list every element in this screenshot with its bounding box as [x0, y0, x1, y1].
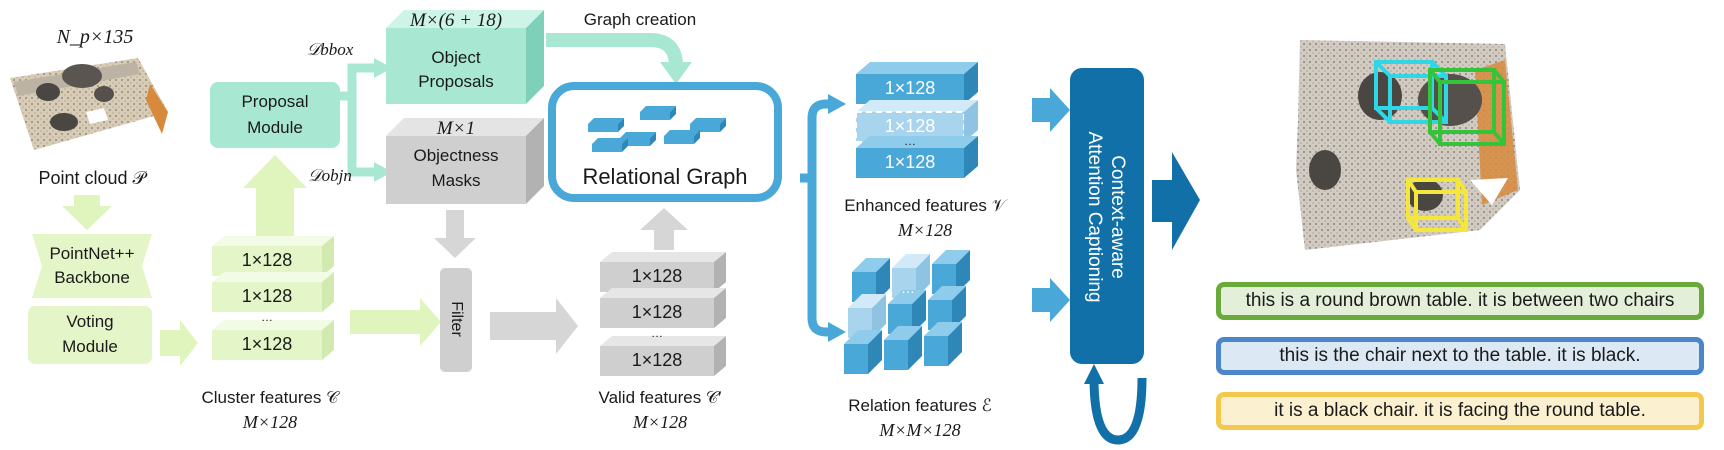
arrow-graph-creation — [546, 33, 692, 84]
filter-box — [440, 268, 472, 372]
loss-objn-label: 𝒟objn — [308, 166, 352, 185]
arrow-proposal-to-bbox — [340, 58, 392, 101]
valid-ellipsis: … — [651, 326, 663, 340]
input-dim-label: N_p×135 — [56, 26, 134, 48]
arrow-objn-to-filter — [434, 210, 476, 258]
cluster-row-3: 1×128 — [241, 334, 293, 354]
object-proposals-label-line1: Object — [431, 48, 481, 67]
valid-row-3: 1×128 — [631, 350, 683, 370]
relation-ellipsis: … — [901, 280, 915, 296]
graph-creation-label: Graph creation — [583, 10, 697, 29]
cluster-feature-stack — [212, 236, 334, 360]
cluster-caption: Cluster features 𝒞 — [201, 388, 339, 407]
proposal-label-line2: Module — [247, 118, 303, 137]
arrow-graph-split — [800, 94, 846, 342]
output-point-cloud-image — [1296, 40, 1520, 250]
caption-text-3: it is a black chair. it is facing the ro… — [1274, 400, 1646, 421]
relation-feature-grid — [844, 250, 970, 374]
voting-label-line2: Module — [62, 337, 118, 356]
graph-nodes-icon — [588, 106, 726, 152]
caption-box-3: it is a black chair. it is facing the ro… — [1216, 392, 1704, 430]
object-proposals-label-line2: Proposals — [418, 72, 494, 91]
objectness-dim: M×1 — [436, 118, 476, 139]
valid-caption: Valid features 𝒞′ — [598, 388, 722, 407]
pointnet-backbone-box — [32, 234, 152, 298]
backbone-label-line2: Backbone — [54, 268, 130, 287]
cluster-row-2: 1×128 — [241, 286, 293, 306]
proposal-module-box — [210, 82, 340, 148]
arrow-filter-to-valid — [490, 298, 578, 354]
attention-label-line2: Attention Captioning — [1084, 131, 1105, 303]
valid-row-1: 1×128 — [631, 266, 683, 286]
valid-dim: M×128 — [632, 412, 688, 432]
point-cloud-caption: Point cloud 𝒫 — [38, 168, 146, 188]
cluster-row-1: 1×128 — [241, 250, 293, 270]
valid-row-2: 1×128 — [631, 302, 683, 322]
enhanced-caption: Enhanced features 𝒱 — [844, 196, 1006, 215]
voting-label-line1: Voting — [66, 312, 114, 331]
relation-dim: M×M×128 — [879, 420, 961, 440]
enhanced-dim: M×128 — [897, 220, 953, 240]
arrow-enhanced-to-attention — [1032, 88, 1070, 132]
enhanced-ellipsis: … — [904, 134, 916, 148]
bbox-green-table — [1428, 68, 1506, 146]
objectness-masks-cube — [386, 118, 544, 204]
filter-label: Filter — [448, 301, 465, 337]
valid-feature-stack — [600, 252, 726, 376]
caption-box-2: this is the chair next to the table. it … — [1216, 337, 1704, 375]
arrow-valid-to-graph — [640, 208, 688, 250]
arrow-proposal-to-objn — [347, 100, 392, 182]
object-proposals-dim: M×(6 + 18) — [409, 10, 503, 31]
arrow-voting-to-cluster — [160, 320, 198, 366]
arrow-relation-to-attention — [1032, 278, 1070, 322]
object-proposals-cube — [386, 10, 544, 104]
bbox-yellow-chair — [1406, 178, 1468, 232]
enhanced-feature-stack — [855, 62, 978, 178]
relation-caption: Relation features ℰ — [848, 396, 992, 415]
loop-arrow-icon — [1084, 364, 1147, 445]
enhanced-row-1: 1×128 — [884, 78, 936, 98]
objectness-label-line1: Objectness — [413, 146, 499, 165]
arrow-cluster-to-filter — [350, 298, 441, 346]
attention-captioning-box — [1070, 68, 1144, 364]
cluster-ellipsis: … — [261, 310, 273, 324]
input-point-cloud-image — [10, 58, 168, 150]
enhanced-row-3: 1×128 — [884, 152, 936, 172]
loss-bbox-label: 𝒟bbox — [306, 40, 354, 59]
enhanced-row-2: 1×128 — [884, 116, 936, 136]
backbone-label-line1: PointNet++ — [49, 244, 135, 263]
caption-box-1: this is a round brown table. it is betwe… — [1216, 282, 1704, 320]
arrow-pointcloud-to-backbone — [62, 195, 112, 230]
voting-module-box — [28, 306, 152, 364]
arrow-cluster-to-proposal — [243, 155, 307, 236]
caption-text-2: this is the chair next to the table. it … — [1279, 345, 1641, 366]
arrow-attention-to-output — [1152, 152, 1200, 250]
caption-text-1: this is a round brown table. it is betwe… — [1245, 290, 1675, 311]
relational-graph-label: Relational Graph — [582, 164, 748, 189]
attention-label-line1: Context-aware — [1107, 155, 1128, 279]
proposal-label-line1: Proposal — [241, 92, 309, 111]
cluster-dim: M×128 — [242, 412, 298, 432]
objectness-label-line2: Masks — [431, 171, 481, 190]
